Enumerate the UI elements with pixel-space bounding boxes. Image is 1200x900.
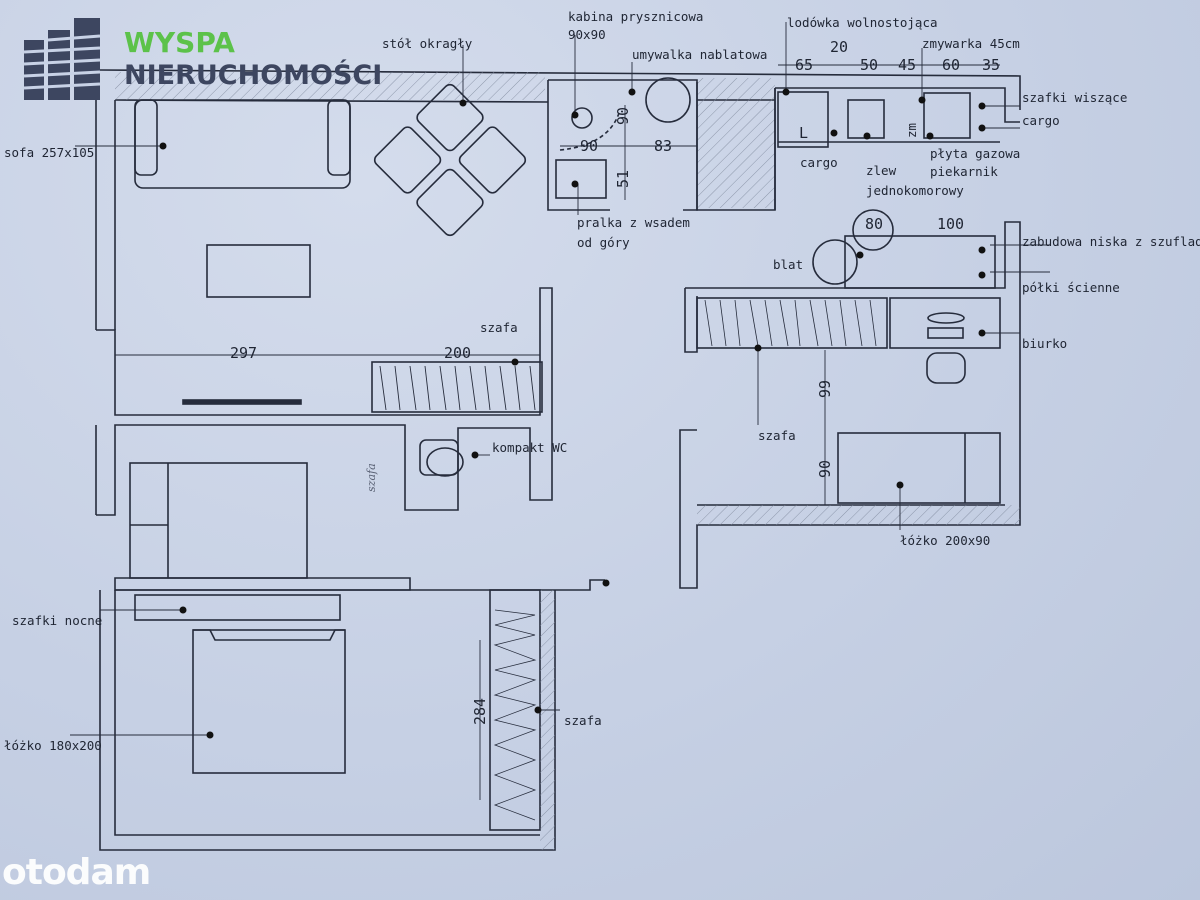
- interior-wall-living: [96, 287, 553, 516]
- dim-kitchen-60: 60: [942, 56, 961, 74]
- round-table-with-chairs: [373, 83, 527, 237]
- rug: [206, 244, 311, 298]
- bed-single-right: [837, 432, 1001, 504]
- label-sink: zlew: [866, 163, 897, 178]
- label-dishwasher: zmywarka 45cm: [922, 36, 1020, 51]
- label-wardrobe-room: szafa: [758, 428, 796, 443]
- desk: [889, 297, 1001, 349]
- label-washer: pralka z wsadem: [577, 215, 690, 230]
- bathroom-walls: [547, 79, 698, 211]
- label-oven: piekarnik: [930, 164, 998, 179]
- sofa-outline: [134, 99, 351, 189]
- kitchen-counter: [774, 87, 1020, 210]
- dim-room-99: 99: [816, 379, 834, 398]
- label-desk: biurko: [1022, 336, 1068, 351]
- dim-wardrobe-284: 284: [471, 697, 489, 725]
- room-wardrobe: [696, 297, 888, 349]
- nightstands: [134, 594, 341, 621]
- label-nightstands: szafki nocne: [12, 613, 103, 628]
- dim-kitchen-65: 65: [795, 56, 814, 74]
- label-wardrobe-handwritten: szafa: [365, 463, 378, 492]
- label-round-table: stół okragły: [382, 36, 473, 51]
- dim-cabinet-100: 100: [937, 215, 965, 233]
- dim-table-80: 80: [865, 215, 884, 233]
- label-sink-basin: umywalka nablatowa: [632, 47, 768, 62]
- bed-single-left: [129, 462, 308, 579]
- label-fridge: lodówka wolnostojąca: [787, 15, 938, 30]
- label-gas-hob: płyta gazowa: [930, 146, 1021, 161]
- worktop: [844, 235, 996, 289]
- label-sink-type: jednokomorowy: [866, 183, 964, 198]
- label-worktop: blat: [773, 257, 804, 272]
- label-bed-single: łóżko 200x90: [900, 533, 991, 548]
- label-low-cabinets: zabudowa niska z szufladami: [1022, 234, 1200, 249]
- label-wc: kompakt WC: [492, 440, 568, 455]
- label-washer-2: od góry: [577, 235, 630, 250]
- agency-logo: WYSPA NIERUCHOMOŚCI: [23, 18, 382, 104]
- living-wardrobe: [371, 361, 543, 413]
- dim-kitchen-20: 20: [830, 38, 849, 56]
- dim-wardrobe-200: 200: [444, 344, 472, 362]
- label-wall-cabinets: szafki wiszące: [1022, 90, 1128, 105]
- dim-bath-90-horizontal: 90: [580, 137, 599, 155]
- label-wall-shelves: półki ścienne: [1022, 280, 1120, 295]
- top-wall-hatch: [115, 72, 545, 100]
- label-sofa: sofa 257x105: [4, 145, 95, 160]
- wc: [419, 439, 459, 476]
- logo-text-nieruchomosci: NIERUCHOMOŚCI: [124, 60, 383, 91]
- bed-double: [192, 629, 346, 774]
- buildings-logo-icon: [23, 18, 101, 100]
- label-cargo-kitchen: cargo: [800, 155, 838, 170]
- label-cargo-right: cargo: [1022, 113, 1060, 128]
- leader-dots: [159, 88, 986, 739]
- exterior-wall-left: [95, 100, 556, 851]
- dim-kitchen-50: 50: [860, 56, 879, 74]
- dim-living-297: 297: [230, 344, 258, 362]
- dim-bath-83: 83: [654, 137, 673, 155]
- chair: [926, 352, 966, 384]
- label-bed-double: łóżko 180x200: [4, 738, 102, 753]
- label-wardrobe-living: szafa: [480, 320, 518, 335]
- dim-kitchen-35: 35: [982, 56, 1001, 74]
- label-fridge-mark: L: [799, 124, 809, 142]
- label-wardrobe-bedroom: szafa: [564, 713, 602, 728]
- dim-room-90: 90: [816, 459, 834, 478]
- dim-kitchen-45: 45: [898, 56, 917, 74]
- tv: [182, 399, 302, 405]
- label-shower-size: 90x90: [568, 27, 606, 42]
- otodam-watermark: otodam: [2, 852, 151, 893]
- label-shower: kabina prysznicowa: [568, 9, 704, 24]
- dim-bath-90-vertical: 90: [614, 106, 632, 125]
- label-dishwasher-mark: zm: [904, 122, 919, 138]
- dim-bath-51: 51: [614, 169, 632, 188]
- logo-text-wyspa: WYSPA: [124, 26, 235, 59]
